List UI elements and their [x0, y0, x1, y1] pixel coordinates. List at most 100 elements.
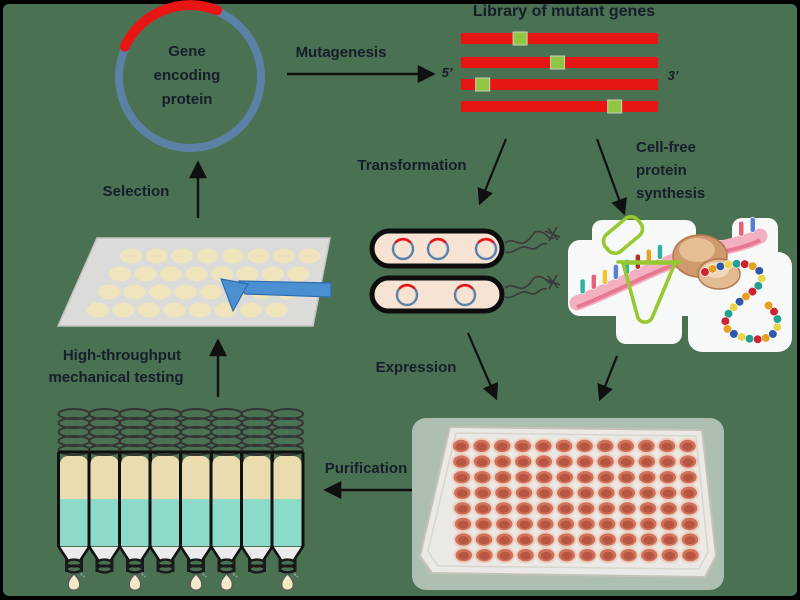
well-liquid — [684, 536, 696, 545]
well-liquid — [641, 473, 653, 482]
well-liquid — [581, 536, 593, 545]
droplet-icon — [280, 573, 295, 591]
flagella-icon — [504, 226, 561, 299]
transformation-arrow — [477, 138, 508, 206]
droplet-sparkle — [202, 573, 205, 576]
colony-spot — [236, 266, 259, 282]
well-liquid — [455, 442, 467, 451]
well-liquid — [683, 473, 694, 482]
well-liquid — [499, 551, 511, 560]
well-liquid — [560, 505, 571, 513]
well-liquid — [520, 551, 531, 560]
cell-free-label: Cell-free protein synthesis — [636, 139, 705, 202]
well-liquid — [601, 505, 613, 513]
well-liquid — [642, 489, 653, 498]
well-liquid — [479, 551, 490, 560]
mini-insert — [394, 237, 412, 244]
cell-free-line3: synthesis — [636, 185, 705, 202]
droplet-sparkle — [144, 575, 146, 578]
colony-spot — [171, 248, 193, 264]
droplet-sparkle — [141, 573, 144, 576]
gene-bars — [461, 31, 658, 114]
mutant-gene-bar — [461, 79, 658, 90]
well-liquid — [477, 505, 489, 513]
well-liquid — [456, 458, 467, 467]
colony-spot — [185, 266, 208, 282]
test-tube — [209, 408, 244, 591]
funnel — [243, 547, 271, 560]
well-liquid — [643, 536, 655, 545]
tube-bottom-layer — [60, 499, 88, 546]
colony-spot — [298, 248, 321, 264]
bottom-bracket — [187, 559, 205, 572]
bottom-bracket — [217, 559, 236, 572]
colony-spot — [211, 266, 233, 282]
tube-top-layer — [121, 456, 149, 506]
colony-spot — [262, 266, 284, 282]
cell-free-line2: protein — [636, 162, 687, 179]
droplet-icon — [219, 573, 234, 591]
peptide-bead — [753, 281, 763, 291]
well-liquid — [620, 458, 632, 467]
well-liquid — [579, 458, 591, 467]
tube-top-layer — [60, 456, 88, 506]
well-liquid — [580, 505, 592, 513]
well-liquid — [642, 505, 654, 513]
colony-spot — [196, 248, 219, 264]
nucleotide-bar — [601, 269, 608, 285]
colony-plate — [56, 237, 332, 327]
peptide-bead — [734, 297, 745, 307]
well-liquid — [580, 473, 591, 482]
well-liquid — [538, 473, 550, 482]
well-liquid — [620, 442, 632, 451]
peptide-bead — [772, 322, 782, 332]
well-liquid — [599, 442, 611, 451]
well-liquid — [643, 551, 655, 560]
test-tube — [240, 408, 274, 574]
well-liquid — [682, 442, 693, 451]
funnel — [213, 547, 240, 560]
peptide-bead — [769, 307, 779, 317]
peptide-bead — [753, 334, 763, 344]
well-liquid — [621, 489, 633, 498]
selection-label: Selection — [103, 183, 170, 200]
tube-bottom-layer — [182, 499, 210, 546]
bacteria-plasmids — [391, 237, 498, 307]
well-liquid — [499, 536, 510, 545]
bottom-bracket — [126, 559, 144, 572]
droplet-sparkle — [235, 575, 238, 578]
droplet-sparkle — [296, 575, 299, 578]
colony-spot — [222, 248, 244, 264]
well-liquid — [580, 489, 592, 498]
well-liquid — [683, 505, 695, 513]
tube-bottom-layer — [243, 499, 271, 546]
purification-label: Purification — [325, 460, 408, 477]
well-liquid — [623, 551, 634, 560]
well-liquid — [683, 489, 695, 498]
tube-top-layer — [90, 456, 119, 506]
ht-testing-label-line1: High-throughput — [63, 347, 181, 364]
plate-inner-rim — [427, 432, 709, 570]
well-liquid — [622, 505, 633, 513]
well-liquid — [662, 458, 673, 467]
well-liquid — [641, 442, 652, 451]
peptide-bead — [763, 300, 774, 311]
well-liquid — [622, 520, 634, 529]
tube-top-layer — [273, 456, 302, 506]
well-liquid — [540, 536, 552, 545]
mechanical-testing-tube-array — [57, 408, 305, 591]
bacterium-1 — [369, 228, 505, 269]
colony-spot — [247, 248, 270, 264]
colony-spot — [149, 284, 171, 300]
well-liquid — [602, 536, 613, 545]
colony-spot — [273, 248, 295, 264]
peptide-bead — [747, 287, 758, 297]
well-liquid — [519, 520, 531, 529]
well-liquid — [538, 442, 549, 451]
mutation-site — [512, 31, 528, 46]
bottom-bracket — [95, 559, 114, 572]
well-liquid — [662, 473, 674, 482]
well-liquid — [518, 489, 530, 498]
droplet-sparkle — [83, 575, 85, 578]
